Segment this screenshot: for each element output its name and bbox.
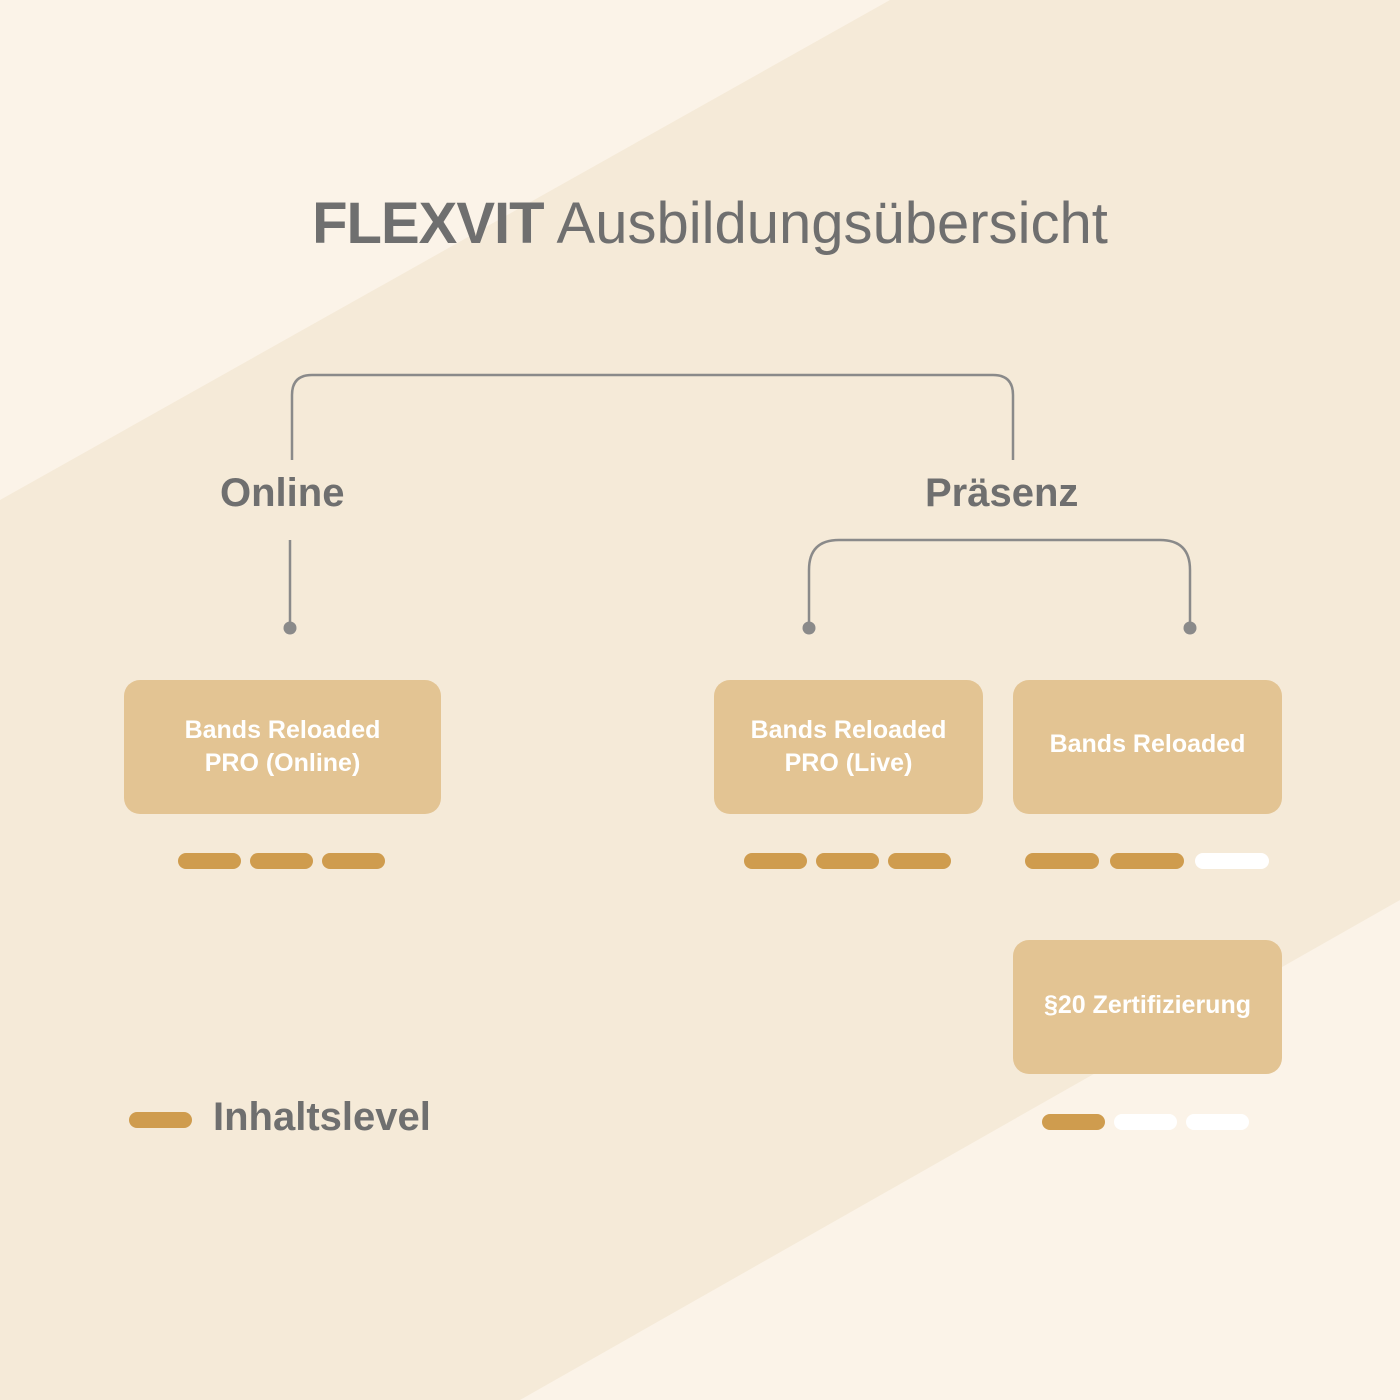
level-indicator-pro-live: [744, 853, 951, 869]
level-pill: [1114, 1114, 1177, 1130]
level-indicator-zertifizierung: [1042, 1114, 1249, 1130]
node-line-1: Bands Reloaded: [184, 716, 381, 744]
node-bands-reloaded: Bands Reloaded: [1013, 680, 1282, 814]
node-text: Bands Reloaded PRO (Online): [185, 714, 381, 780]
level-indicator-pro-online: [178, 853, 385, 869]
level-indicator-bands-reloaded: [1025, 853, 1269, 869]
node-line-2: PRO (Online): [204, 749, 361, 777]
level-pill: [1186, 1114, 1249, 1130]
level-pill: [1195, 853, 1269, 869]
node-bands-reloaded-pro-live: Bands Reloaded PRO (Live): [714, 680, 983, 814]
node-zertifizierung: §20 Zertifizierung: [1013, 940, 1282, 1074]
node-line-1: §20 Zertifizierung: [1044, 990, 1251, 1019]
level-pill: [744, 853, 807, 869]
node-line-2: PRO (Live): [784, 749, 913, 777]
node-bands-reloaded-pro-online: Bands Reloaded PRO (Online): [124, 680, 441, 814]
node-text: Bands Reloaded PRO (Live): [751, 714, 947, 780]
branch-praesenz: Präsenz: [925, 471, 1079, 515]
page-title: FLEXVIT Ausbildungsübersicht: [0, 195, 1400, 253]
legend-level-pill: [129, 1112, 192, 1128]
legend-label: Inhaltslevel: [213, 1095, 431, 1139]
level-pill: [1025, 853, 1099, 869]
level-pill: [1110, 853, 1184, 869]
node-text: §20 Zertifizierung: [1044, 989, 1251, 1022]
title-rest: Ausbildungsübersicht: [556, 191, 1108, 256]
node-text: Bands Reloaded: [1050, 728, 1246, 761]
branch-online: Online: [220, 471, 345, 515]
level-pill: [178, 853, 241, 869]
node-line-1: Bands Reloaded: [750, 716, 947, 744]
level-pill: [1042, 1114, 1105, 1130]
level-pill: [322, 853, 385, 869]
level-pill: [816, 853, 879, 869]
level-pill: [888, 853, 951, 869]
title-brand: FLEXVIT: [312, 191, 544, 256]
level-pill: [250, 853, 313, 869]
node-line-1: Bands Reloaded: [1049, 729, 1246, 758]
